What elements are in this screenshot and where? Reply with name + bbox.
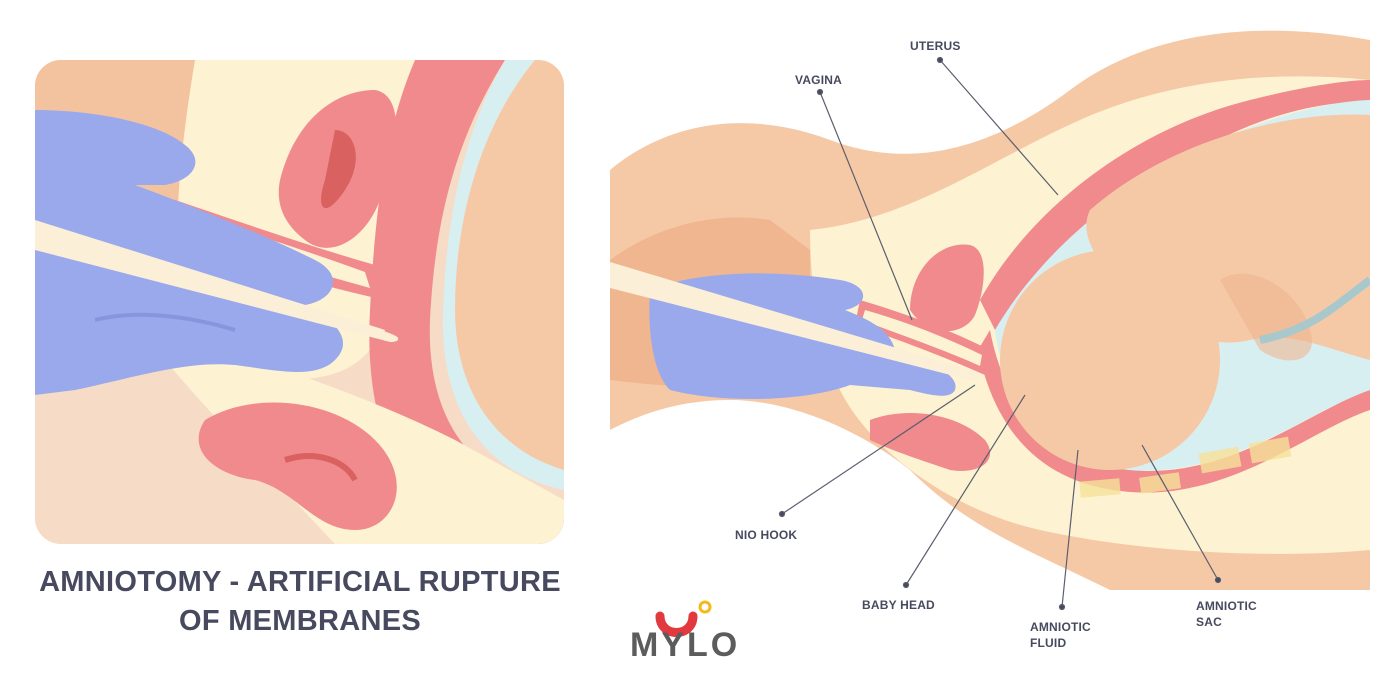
label-amniotic-fluid: AMNIOTIC FLUID <box>1030 620 1091 650</box>
label-baby-head: BABY HEAD <box>862 598 935 612</box>
label-vagina: VAGINA <box>795 73 842 87</box>
label-uterus: UTERUS <box>910 39 961 53</box>
amniotomy-closeup-illustration <box>35 60 564 544</box>
label-amnio-hook: NIO HOOK <box>735 528 798 542</box>
diagram-title-line-2: OF MEMBRANES <box>178 605 422 637</box>
label-amniotic-sac: AMNIOTIC SAC <box>1196 599 1257 629</box>
pregnancy-cross-section-illustration <box>610 30 1370 590</box>
diagram-title-line-1: AMNIOTOMY - ARTIFICIAL RUPTURE <box>39 566 561 598</box>
mylo-logo-icon <box>655 600 712 637</box>
mylo-logo-text: MYLO <box>630 626 741 664</box>
